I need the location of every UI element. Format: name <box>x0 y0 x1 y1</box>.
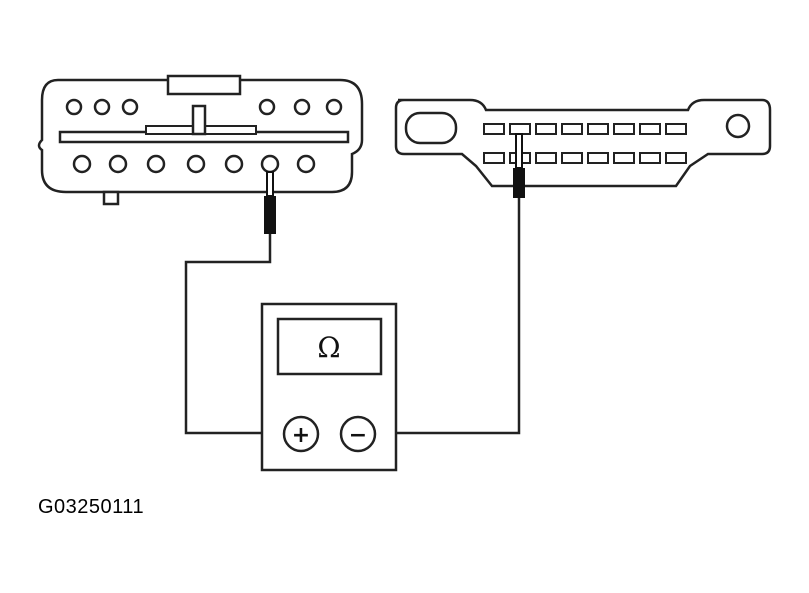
negative-lead-wire <box>376 198 521 435</box>
left-connector <box>37 74 364 206</box>
positive-jack <box>282 415 320 453</box>
negative-jack-label: − <box>349 423 367 448</box>
left-probe <box>264 171 276 234</box>
figure-id: G03250111 <box>38 496 145 518</box>
meter-display <box>276 317 383 376</box>
right-connector-top-terminals <box>483 123 687 135</box>
ohmmeter: Ω + − <box>260 302 398 472</box>
ohm-symbol: Ω <box>317 331 340 364</box>
right-probe <box>513 133 525 198</box>
left-connector-bottom-pins <box>72 154 316 174</box>
positive-jack-label: + <box>292 423 310 448</box>
positive-lead-wire <box>184 234 283 435</box>
right-connector <box>394 98 772 188</box>
negative-jack <box>339 415 377 453</box>
left-connector-top-pins <box>65 98 343 116</box>
